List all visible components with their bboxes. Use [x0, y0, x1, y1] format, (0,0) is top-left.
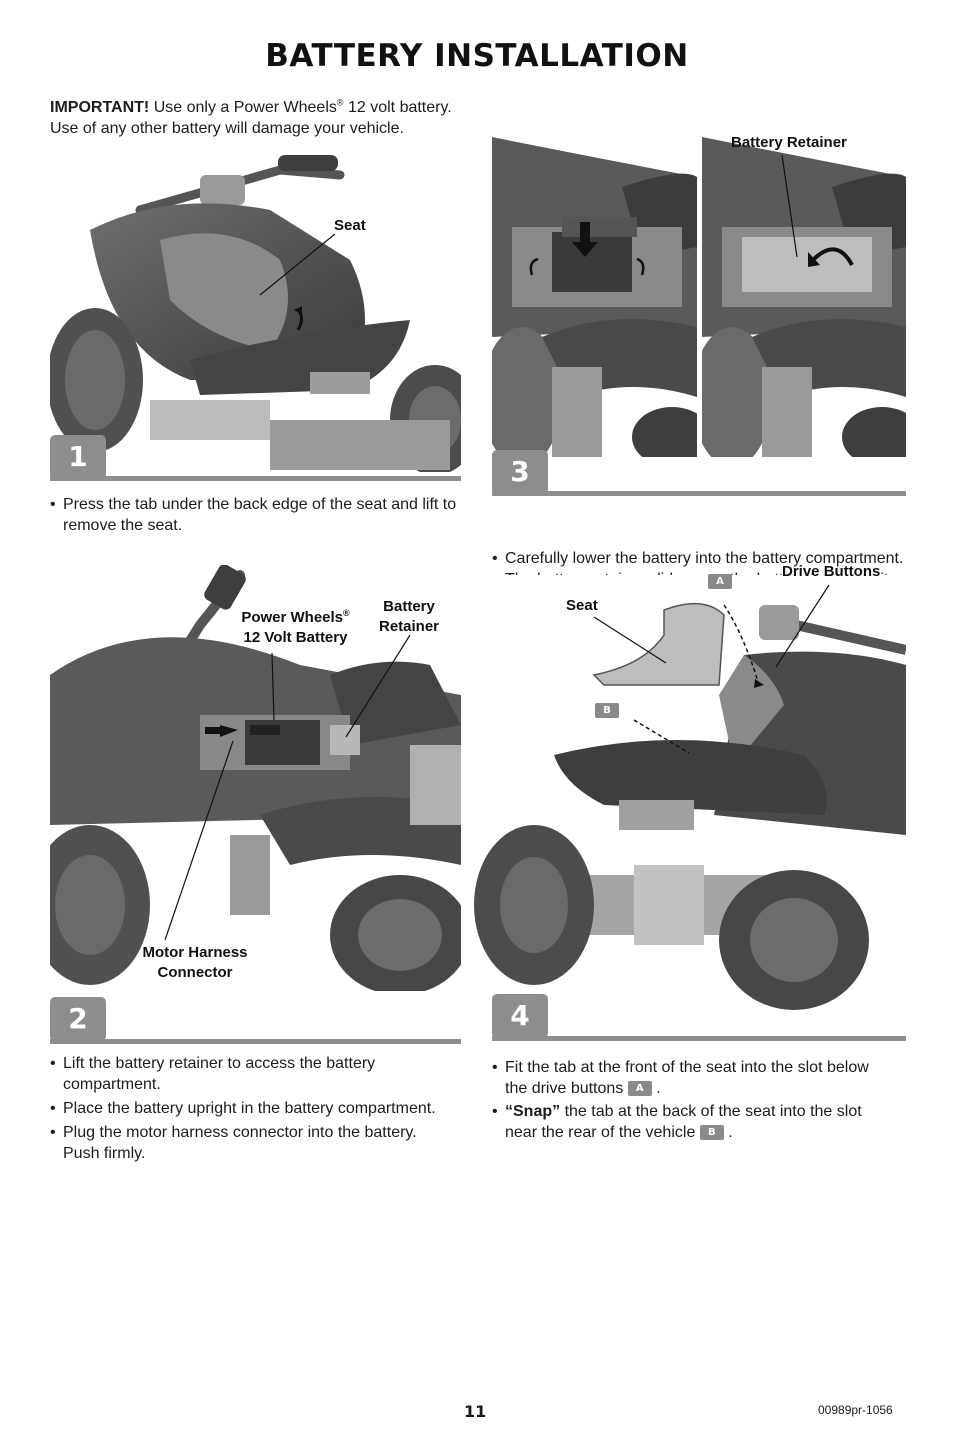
step2-bullet-2: •Place the battery upright in the batter… — [50, 1100, 436, 1117]
step4-rule — [492, 1036, 906, 1041]
step3-retainer-label: Battery Retainer — [731, 134, 847, 151]
step2-bullet-3: •Plug the motor harness connector into t… — [50, 1124, 417, 1162]
step4-tag-b: B — [595, 703, 619, 718]
important-text-a: Use only a Power Wheels — [149, 99, 337, 116]
step2-illustration — [50, 565, 461, 991]
step3-illustration-right — [702, 97, 906, 457]
bullet-symbol: • — [50, 496, 56, 513]
step3-number-badge: 3 — [492, 450, 548, 494]
step1-bullet: •Press the tab under the back edge of th… — [50, 496, 457, 534]
step3-rule — [492, 491, 906, 496]
registered-mark: ® — [336, 97, 344, 108]
step2-rule — [50, 1039, 461, 1044]
step4-number-badge: 4 — [492, 994, 548, 1038]
step4-bullet-2: •“Snap” the tab at the back of the seat … — [492, 1103, 862, 1141]
document-code: 00989pr-1056 — [818, 1403, 893, 1417]
step4-bullet-1: •Fit the tab at the front of the seat in… — [492, 1059, 869, 1097]
step2-motor-label: Motor Harness Connector — [142, 944, 248, 981]
inline-tag-a: A — [627, 1081, 652, 1097]
step2-retainer-label: Battery Retainer — [378, 598, 440, 635]
step4-illustration — [474, 575, 906, 1010]
important-text-b: 12 volt battery. — [343, 99, 452, 116]
step2-battery-label: Power Wheels® 12 Volt Battery — [241, 608, 350, 647]
step1-illustration — [50, 150, 461, 472]
step1-number-badge: 1 — [50, 435, 106, 479]
step4-seat-label: Seat — [566, 597, 598, 614]
important-text-line2: Use of any other battery will damage you… — [50, 120, 404, 137]
step4-bullets: •Fit the tab at the front of the seat in… — [492, 1057, 892, 1143]
step2-bullet-1: •Lift the battery retainer to access the… — [50, 1055, 376, 1093]
step2-bullets: •Lift the battery retainer to access the… — [50, 1053, 470, 1164]
step3-illustration-left — [492, 97, 697, 457]
important-label: IMPORTANT! — [50, 99, 150, 116]
page-title: BATTERY INSTALLATION — [265, 38, 689, 74]
inline-tag-b: B — [699, 1125, 724, 1141]
step4-drive-label: Drive Buttons — [782, 563, 881, 580]
important-note: IMPORTANT! Use only a Power Wheels® 12 v… — [50, 97, 470, 139]
bullet-symbol: • — [492, 550, 498, 567]
page-number: 11 — [464, 1402, 487, 1421]
step1-seat-label: Seat — [334, 217, 366, 234]
step2-number-badge: 2 — [50, 997, 106, 1041]
step4-tag-a: A — [708, 574, 732, 589]
step1-rule — [50, 476, 461, 481]
